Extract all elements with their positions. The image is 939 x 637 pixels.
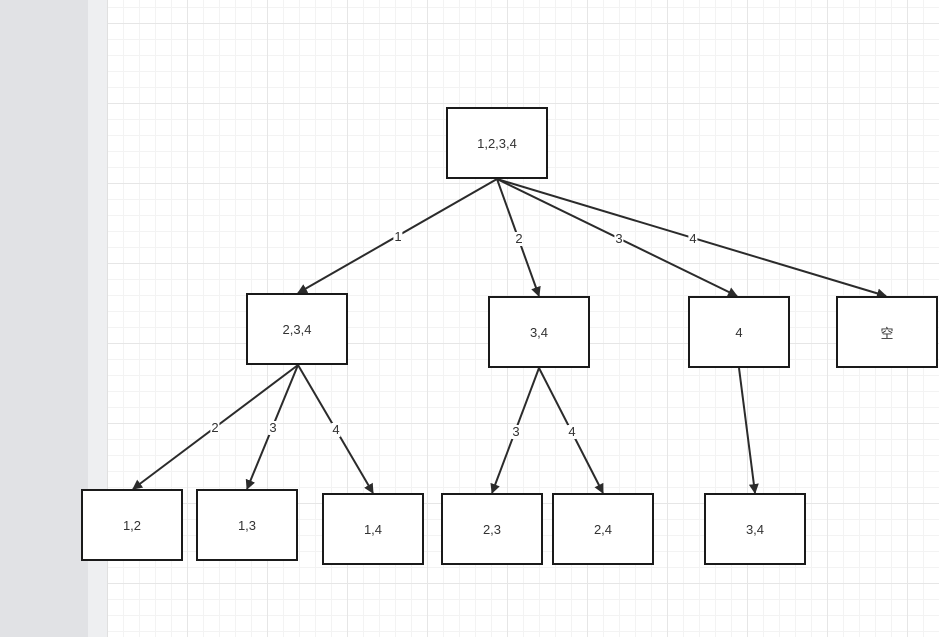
left-panel — [0, 0, 88, 637]
edge-label-234-to-14: 4 — [331, 422, 341, 437]
node-empty[interactable]: 空 — [836, 296, 938, 368]
node-3-4-level2[interactable]: 3,4 — [704, 493, 806, 565]
edge-label-root-to-34: 2 — [514, 231, 524, 246]
node-2-3-4[interactable]: 2,3,4 — [246, 293, 348, 365]
edge-label-234-to-12: 2 — [210, 420, 220, 435]
edge-label-root-to-234: 1 — [393, 229, 403, 244]
scroll-gutter — [88, 0, 108, 637]
node-2-4[interactable]: 2,4 — [552, 493, 654, 565]
edge-label-34-to-24: 4 — [567, 424, 577, 439]
edge-4-to-34[interactable] — [738, 367, 759, 494]
edge-label-234-to-13: 3 — [268, 420, 278, 435]
node-2-3[interactable]: 2,3 — [441, 493, 543, 565]
edge-label-root-to-empty: 4 — [688, 231, 698, 246]
node-1-4[interactable]: 1,4 — [322, 493, 424, 565]
node-3-4-level1[interactable]: 3,4 — [488, 296, 590, 368]
node-1-3[interactable]: 1,3 — [196, 489, 298, 561]
node-4[interactable]: 4 — [688, 296, 790, 368]
node-root[interactable]: 1,2,3,4 — [446, 107, 548, 179]
edge-label-root-to-4: 3 — [614, 231, 624, 246]
edge-label-34-to-23: 3 — [511, 424, 521, 439]
node-1-2[interactable]: 1,2 — [81, 489, 183, 561]
